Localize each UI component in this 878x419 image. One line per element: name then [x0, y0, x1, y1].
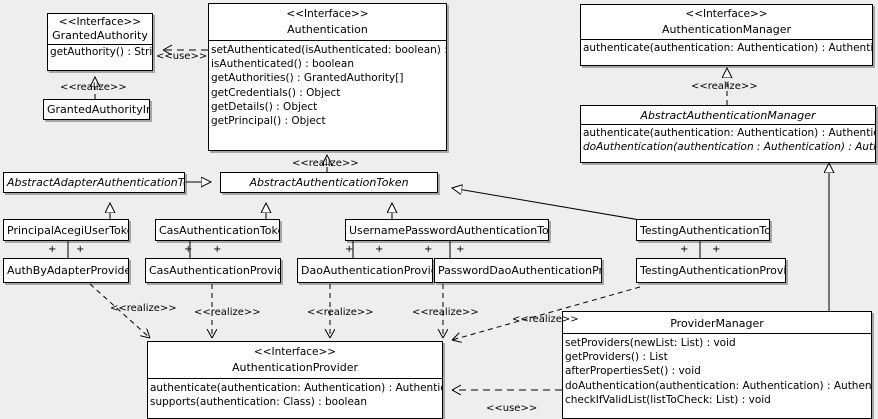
method-do-authentication: doAuthentication(authentication: Authent… [565, 379, 872, 392]
testing-authentication-token-name: TestingAuthenticationToken [640, 224, 769, 237]
class-granted-authority[interactable]: <<Interface>> GrantedAuthority getAuthor… [47, 13, 153, 71]
class-abstract-adapter-authentication-token[interactable]: AbstractAdapterAuthenticationToken [3, 172, 185, 193]
authentication-stereotype: <<Interface>> [286, 8, 369, 20]
multiplicity-password-dao-left: + [424, 244, 433, 255]
class-abstract-authentication-token[interactable]: AbstractAuthenticationToken [220, 172, 438, 193]
method-get-credentials: getCredentials() : Object [211, 86, 341, 99]
label-realize-password-dao-authentication-provider: <<realize>> [412, 307, 479, 318]
method-is-authenticated: isAuthenticated() : boolean [211, 58, 354, 71]
divider [581, 124, 875, 125]
method-get-authority: getAuthority() : String [50, 46, 153, 58]
method-authenticate: authenticate(authentication: Authenticat… [583, 127, 876, 139]
provider-manager-methods: setProviders(newList: List) : void getPr… [563, 334, 871, 407]
method-set-authenticated: setAuthenticated(isAuthenticated: boolea… [211, 44, 446, 56]
divider [48, 44, 152, 45]
class-testing-authentication-token[interactable]: TestingAuthenticationToken [636, 219, 770, 241]
method-authenticate: authenticate(authentication: Authenticat… [150, 382, 443, 394]
authentication-manager-stereotype: <<Interface>> [685, 8, 768, 20]
authentication-name: Authentication [287, 23, 368, 36]
label-realize-granted-authority-impl: <<realize>> [60, 82, 127, 93]
multiplicity-testing-right: + [712, 244, 721, 255]
authentication-manager-header: <<Interface>> AuthenticationManager [581, 5, 872, 39]
abstract-authentication-manager-methods: authenticate(authentication: Authenticat… [581, 125, 875, 154]
authentication-provider-stereotype: <<Interface>> [253, 346, 337, 358]
label-realize-dao-authentication-provider: <<realize>> [307, 307, 374, 318]
class-cas-authentication-provider[interactable]: CasAuthenticationProvider [145, 258, 281, 283]
multiplicity-testing-left: + [680, 244, 689, 255]
multiplicity-dao-right: + [375, 244, 384, 255]
abstract-authentication-token-name: AbstractAuthenticationToken [249, 176, 409, 189]
method-get-principal: getPrincipal() : Object [211, 115, 326, 128]
provider-manager-name: ProviderManager [670, 317, 764, 330]
class-auth-by-adapter-provider[interactable]: AuthByAdapterProvider [3, 258, 129, 283]
password-dao-authentication-provider-name: PasswordDaoAuthenticationProvider [438, 264, 601, 277]
authentication-manager-name: AuthenticationManager [662, 23, 791, 36]
principal-acegi-user-token-name: PrincipalAcegiUserToken [7, 224, 129, 237]
divider [581, 39, 872, 40]
label-realize-testing-authentication-provider: <<realize>> [512, 314, 579, 325]
method-supports: supports(authentication: Class) : boolea… [150, 396, 367, 409]
multiplicity-cas-right: + [213, 244, 222, 255]
label-realize-cas-authentication-provider: <<realize>> [194, 307, 261, 318]
provider-manager-header: ProviderManager [563, 312, 871, 333]
multiplicity-principal-acegi-right: + [76, 244, 85, 255]
authentication-provider-header: <<Interface>> AuthenticationProvider [148, 342, 442, 378]
method-get-details: getDetails() : Object [211, 100, 318, 113]
granted-authority-impl-name: GrantedAuthorityImpl [47, 103, 149, 116]
method-set-providers: setProviders(newList: List) : void [565, 337, 736, 349]
class-authentication-provider[interactable]: <<Interface>> AuthenticationProvider aut… [147, 341, 443, 419]
abstract-authentication-manager-header: AbstractAuthenticationManager [581, 106, 875, 124]
class-granted-authority-impl[interactable]: GrantedAuthorityImpl [43, 99, 150, 120]
method-check-if-valid-list: checkIfValidList(listToCheck: List) : vo… [565, 393, 771, 406]
multiplicity-password-dao-right: + [456, 244, 465, 255]
testing-authentication-provider-name: TestingAuthenticationProvider [640, 264, 785, 277]
class-authentication-manager[interactable]: <<Interface>> AuthenticationManager auth… [580, 4, 873, 66]
authentication-header: <<Interface>> Authentication [209, 4, 446, 40]
multiplicity-dao-left: + [345, 244, 354, 255]
abstract-authentication-manager-name: AbstractAuthenticationManager [640, 109, 816, 122]
label-realize-abstract-authentication-token: <<realize>> [292, 158, 359, 169]
method-authenticate: authenticate(authentication: Authenticat… [583, 42, 873, 54]
username-password-authentication-token-name: UsernamePasswordAuthenticationToken [349, 224, 549, 237]
cas-authentication-provider-name: CasAuthenticationProvider [149, 264, 281, 277]
granted-authority-name: GrantedAuthority [52, 29, 148, 42]
class-dao-authentication-provider[interactable]: DaoAuthenticationProvider [297, 258, 433, 283]
authentication-manager-methods: authenticate(authentication: Authenticat… [581, 40, 872, 55]
class-cas-authentication-token[interactable]: CasAuthenticationToken [155, 219, 280, 241]
granted-authority-header: <<Interface>> GrantedAuthority [48, 14, 152, 44]
label-use-provider-manager: <<use>> [486, 403, 538, 414]
label-realize-abstract-authentication-manager: <<realize>> [691, 81, 758, 92]
class-provider-manager[interactable]: ProviderManager setProviders(newList: Li… [562, 311, 872, 419]
method-after-properties-set: afterPropertiesSet() : void [565, 365, 701, 378]
divider [209, 40, 446, 41]
dao-authentication-provider-name: DaoAuthenticationProvider [301, 264, 432, 277]
method-get-providers: getProviders() : List [565, 351, 668, 364]
abstract-adapter-authentication-token-name: AbstractAdapterAuthenticationToken [7, 176, 184, 189]
class-principal-acegi-user-token[interactable]: PrincipalAcegiUserToken [3, 219, 129, 241]
authentication-methods: setAuthenticated(isAuthenticated: boolea… [209, 41, 446, 128]
class-testing-authentication-provider[interactable]: TestingAuthenticationProvider [636, 258, 786, 283]
granted-authority-methods: getAuthority() : String [48, 45, 152, 59]
label-realize-auth-by-adapter-provider: <<realize>> [110, 303, 177, 314]
class-authentication[interactable]: <<Interface>> Authentication setAuthenti… [208, 3, 447, 151]
multiplicity-principal-acegi-left: + [48, 244, 57, 255]
class-abstract-authentication-manager[interactable]: AbstractAuthenticationManager authentica… [580, 105, 876, 163]
label-use-authentication-granted-authority: <<use>> [156, 51, 208, 62]
divider [148, 378, 442, 379]
multiplicity-cas-left: + [184, 244, 193, 255]
granted-authority-stereotype: <<Interface>> [58, 16, 142, 28]
auth-by-adapter-provider-name: AuthByAdapterProvider [7, 264, 129, 277]
class-password-dao-authentication-provider[interactable]: PasswordDaoAuthenticationProvider [434, 258, 602, 283]
authentication-provider-name: AuthenticationProvider [231, 361, 359, 374]
class-username-password-authentication-token[interactable]: UsernamePasswordAuthenticationToken [345, 219, 549, 241]
divider [563, 333, 871, 334]
authentication-provider-methods: authenticate(authentication: Authenticat… [148, 379, 442, 409]
cas-authentication-token-name: CasAuthenticationToken [159, 224, 280, 237]
method-get-authorities: getAuthorities() : GrantedAuthority[] [211, 72, 404, 85]
method-do-authentication: doAuthentication(authentication : Authen… [583, 141, 875, 154]
